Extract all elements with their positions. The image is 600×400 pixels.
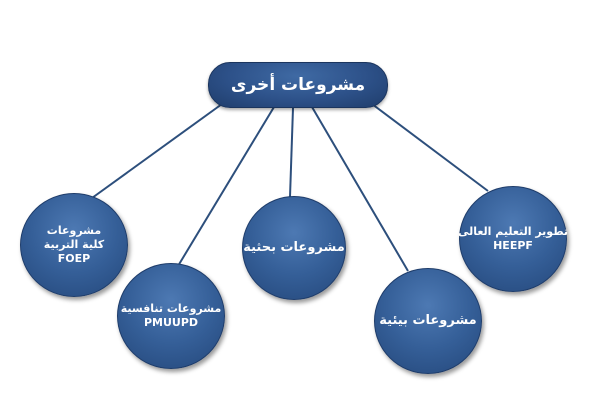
root-node-label: مشروعات أخرى xyxy=(230,75,366,95)
node-higher-education-development: تطوير التعليم العالى HEEPF xyxy=(457,186,569,292)
connector-heepf xyxy=(371,103,489,192)
node-foep-line-2: كلية التربية xyxy=(43,238,105,251)
connector-env xyxy=(311,106,409,272)
node-research-line-1: مشروعات بحثية xyxy=(243,240,345,255)
connector-pmuupd xyxy=(177,106,275,267)
node-competitive-projects: مشروعات تنافسية PMUUPD xyxy=(117,263,225,369)
connector-research xyxy=(289,107,294,198)
node-foep-line-3: FOEP xyxy=(57,252,91,265)
connector-foep xyxy=(91,103,223,199)
node-pmuupd-line-1: مشروعات تنافسية xyxy=(120,302,222,315)
node-foep-line-1: مشروعات xyxy=(46,224,102,237)
node-heepf-line-2: HEEPF xyxy=(493,239,533,252)
root-node-other-projects: مشروعات أخرى xyxy=(208,62,388,108)
node-environmental-projects: مشروعات بيئية xyxy=(374,268,482,374)
node-heepf-line-1: تطوير التعليم العالى xyxy=(457,225,569,238)
node-research-projects: مشروعات بحثية xyxy=(242,196,346,300)
node-pmuupd-line-2: PMUUPD xyxy=(143,316,199,329)
node-env-line-1: مشروعات بيئية xyxy=(379,313,477,328)
node-faculty-of-education-projects: مشروعات كلية التربية FOEP xyxy=(20,193,128,297)
